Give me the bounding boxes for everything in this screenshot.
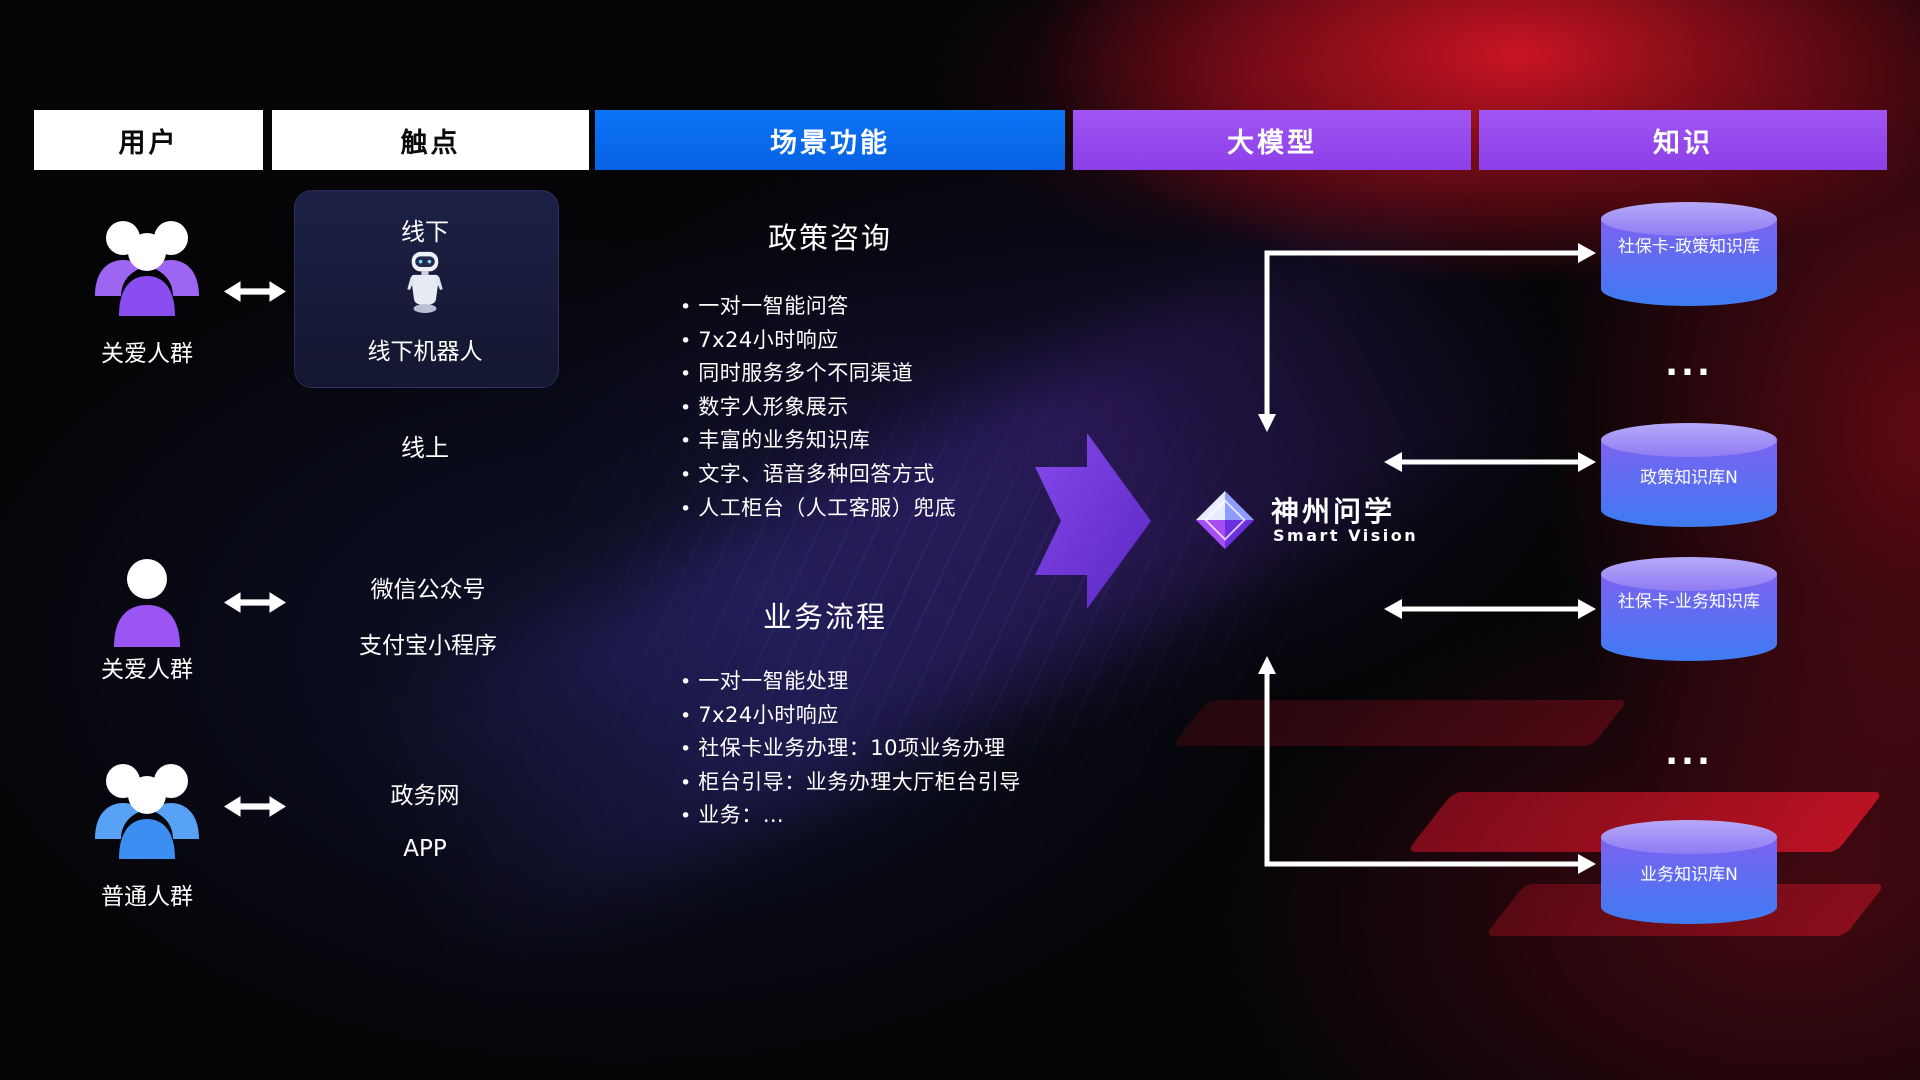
column-header-users-label: 用户 [118, 127, 179, 159]
ellipsis-more-databases: ... [1665, 344, 1713, 384]
group-users-blue-icon [87, 755, 207, 859]
column-header-knowledge: 知识 [1479, 110, 1887, 170]
column-header-model-label: 大模型 [1227, 127, 1317, 159]
database-label: 社保卡-政策知识库 [1617, 237, 1761, 257]
model-subtitle: Smart Vision [1273, 526, 1419, 545]
list-item: 7x24小时响应 [680, 324, 956, 358]
column-header-model: 大模型 [1073, 110, 1471, 170]
database-cylinder-top [1601, 557, 1777, 591]
column-header-scenarios: 场景功能 [595, 110, 1065, 170]
database-label: 业务知识库N [1640, 865, 1738, 885]
flow-arrow-icon [1035, 429, 1151, 613]
gov-web-channel-label: 政务网 [390, 783, 460, 809]
list-item: 7x24小时响应 [680, 699, 1021, 733]
single-user-purple-icon [102, 555, 192, 647]
list-item: 一对一智能处理 [680, 665, 1021, 699]
robot-icon [402, 250, 448, 314]
database-business-ssc: 社保卡-业务知识库 [1601, 557, 1777, 661]
list-item: 一对一智能问答 [680, 290, 956, 324]
list-item: 人工柜台（人工客服）兜底 [680, 492, 956, 526]
column-header-scenarios-label: 场景功能 [770, 127, 890, 159]
list-item: 同时服务多个不同渠道 [680, 357, 956, 391]
online-title: 线上 [401, 434, 449, 462]
database-business-n: 业务知识库N [1601, 820, 1777, 924]
list-item: 数字人形象展示 [680, 391, 956, 425]
scenario-policy-title: 政策咨询 [767, 221, 893, 255]
wechat-channel-label: 微信公众号 [370, 577, 486, 603]
bidirectional-arrow-icon [224, 277, 286, 306]
user-single-label: 关爱人群 [101, 657, 193, 683]
group-users-purple-icon [87, 212, 207, 316]
database-cylinder-top [1601, 423, 1777, 457]
red-chevron-decoration [1172, 700, 1628, 746]
database-policy-n: 政策知识库N [1601, 423, 1777, 527]
database-cylinder-top [1601, 820, 1777, 854]
scenario-policy-list: 一对一智能问答 7x24小时响应 同时服务多个不同渠道 数字人形象展示 丰富的业… [680, 290, 956, 525]
bidirectional-arrow-icon [224, 792, 286, 821]
alipay-channel-label: 支付宝小程序 [359, 633, 497, 659]
ellipsis-more-databases: ... [1665, 733, 1713, 773]
column-header-touchpoints-label: 触点 [400, 127, 461, 159]
scenario-process-title: 业务流程 [762, 600, 888, 634]
list-item: 文字、语音多种回答方式 [680, 458, 956, 492]
column-header-knowledge-label: 知识 [1653, 127, 1713, 159]
offline-title: 线下 [401, 218, 449, 246]
column-header-users: 用户 [34, 110, 263, 170]
database-label: 社保卡-业务知识库 [1617, 592, 1761, 612]
bidirectional-arrow-icon [224, 588, 286, 617]
database-cylinder-top [1601, 202, 1777, 236]
model-name: 神州问学 [1271, 495, 1396, 528]
offline-robot-label: 线下机器人 [367, 339, 483, 365]
app-channel-label: APP [403, 836, 447, 862]
list-item: 柜台引导：业务办理大厅柜台引导 [680, 766, 1021, 800]
column-header-touchpoints: 触点 [272, 110, 589, 170]
smart-vision-logo-icon [1194, 489, 1256, 551]
user-general-label: 普通人群 [101, 884, 193, 910]
list-item: 业务：… [680, 799, 1021, 833]
scenario-process-list: 一对一智能处理 7x24小时响应 社保卡业务办理：10项业务办理 柜台引导：业务… [680, 665, 1021, 833]
database-label: 政策知识库N [1640, 468, 1738, 488]
database-policy-ssc: 社保卡-政策知识库 [1601, 202, 1777, 306]
list-item: 丰富的业务知识库 [680, 424, 956, 458]
user-group-label: 关爱人群 [101, 341, 193, 367]
list-item: 社保卡业务办理：10项业务办理 [680, 732, 1021, 766]
